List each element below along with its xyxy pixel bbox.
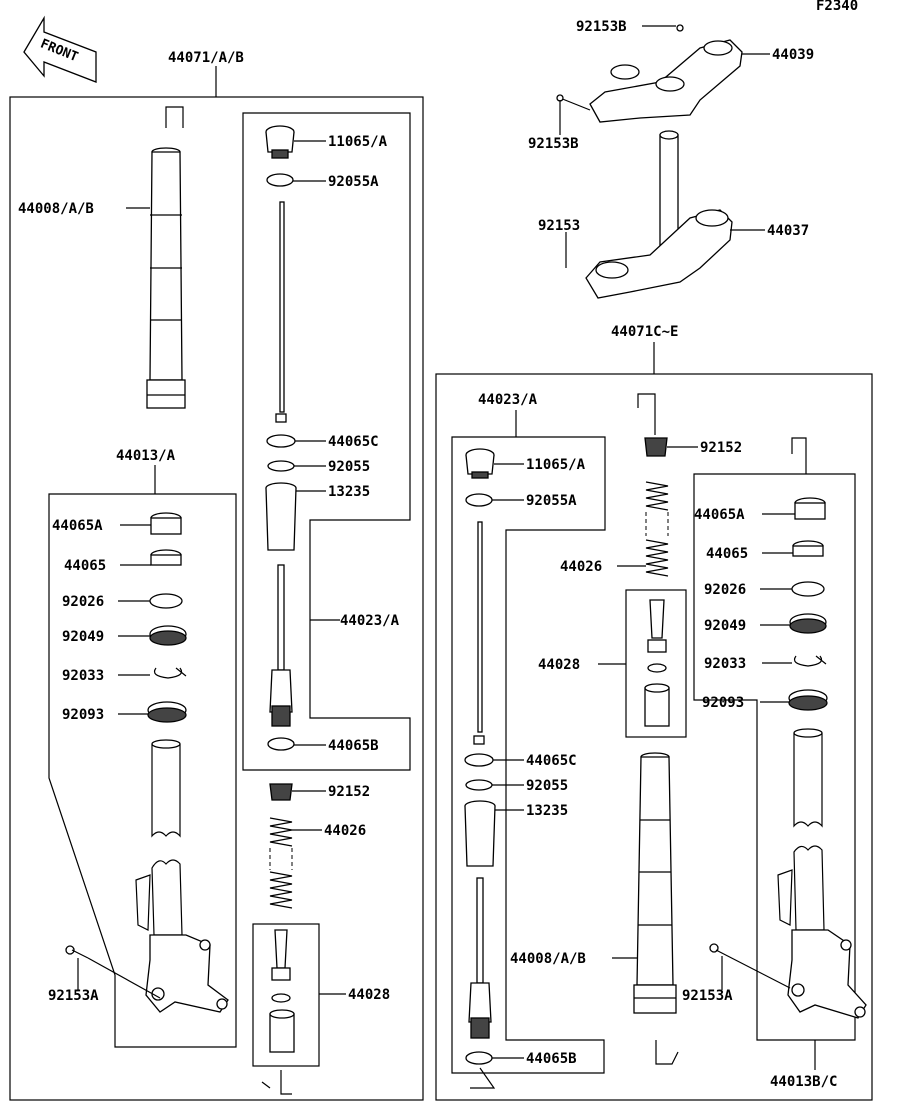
callout-92049-left: 92049 xyxy=(62,629,104,645)
callout-44039: 44039 xyxy=(772,47,814,63)
right-outer-group-label: 44071C~E xyxy=(611,324,678,340)
left-outer-group-label: 44071/A/B xyxy=(168,50,244,66)
left-cartridge-label: 44023/A xyxy=(340,613,400,629)
spacer-part-right xyxy=(464,800,496,867)
callout-92153A-left: 92153A xyxy=(48,988,99,1004)
spring-nut-part xyxy=(269,783,293,801)
callout-92152-right: 92152 xyxy=(700,440,742,456)
nut-part xyxy=(275,413,287,423)
callout-13235-right: 13235 xyxy=(526,803,568,819)
callout-44065-right: 44065 xyxy=(706,546,748,562)
callout-92153A-right: 92153A xyxy=(682,988,733,1004)
left-44028-box xyxy=(252,923,320,1067)
callout-92055-left: 92055 xyxy=(328,459,370,475)
front-arrow-icon: FRONT xyxy=(23,15,97,83)
damper-cylinder-part xyxy=(269,929,295,1053)
callout-44065B-left: 44065B xyxy=(328,738,379,754)
callout-11065-right: 11065/A xyxy=(526,457,586,473)
damper-rod-part-right xyxy=(477,521,483,733)
left-sub-group-label: 44013/A xyxy=(116,448,176,464)
callout-13235-left: 13235 xyxy=(328,484,370,500)
callout-44065A-left: 44065A xyxy=(52,518,103,534)
inner-tube-part-right xyxy=(777,728,867,1019)
axle-clamp-bolt-part xyxy=(65,945,161,999)
callout-44065C-right: 44065C xyxy=(526,753,577,769)
callout-92033-right: 92033 xyxy=(704,656,746,672)
callout-92152-left: 92152 xyxy=(328,784,370,800)
callout-44028-left: 44028 xyxy=(348,987,390,1003)
lower-triple-clamp-part xyxy=(585,130,733,299)
right-sub-group-label: 44013B/C xyxy=(770,1074,837,1090)
callout-92093-left: 92093 xyxy=(62,707,104,723)
callout-92153: 92153 xyxy=(538,218,580,234)
cap-bolt-part xyxy=(265,125,295,159)
callout-44008-left: 44008/A/B xyxy=(18,201,94,217)
callout-92026-left: 92026 xyxy=(62,594,104,610)
right-cartridge-label: 44023/A xyxy=(478,392,538,408)
fork-spring-part-right xyxy=(645,481,669,577)
callout-92049-right: 92049 xyxy=(704,618,746,634)
left-sub-box xyxy=(48,493,237,1048)
callout-44028-right: 44028 xyxy=(538,657,580,673)
callout-44065C-left: 44065C xyxy=(328,434,379,450)
right-cartridge-box xyxy=(451,436,606,1074)
callout-92055A-left: 92055A xyxy=(328,174,379,190)
piston-rod-part-right xyxy=(468,877,492,1039)
spacer-part xyxy=(265,482,297,551)
callout-44065B-right: 44065B xyxy=(526,1051,577,1067)
callout-44008-right: 44008/A/B xyxy=(510,951,586,967)
left-cartridge-box xyxy=(242,112,411,771)
piston-rod-part xyxy=(269,564,293,727)
cap-bolt-part-right xyxy=(465,448,495,479)
inner-tube-part xyxy=(135,739,229,1013)
callout-92033-left: 92033 xyxy=(62,668,104,684)
spring-nut-part-right xyxy=(644,437,668,457)
callout-11065-left: 11065/A xyxy=(328,134,388,150)
callout-44065-left: 44065 xyxy=(64,558,106,574)
callout-44026-right: 44026 xyxy=(560,559,602,575)
damper-cylinder-part-right xyxy=(644,599,670,727)
callout-92153B-top: 92153B xyxy=(576,19,627,35)
damper-rod-part xyxy=(279,201,285,413)
right-assembly-box xyxy=(435,373,873,1101)
clip-part xyxy=(153,667,187,679)
fork-spring-part xyxy=(269,817,293,909)
callout-92055-right: 92055 xyxy=(526,778,568,794)
right-sub-box xyxy=(693,473,856,1041)
callout-44037: 44037 xyxy=(767,223,809,239)
upper-triple-clamp-part xyxy=(589,24,743,123)
callout-44065A-right: 44065A xyxy=(694,507,745,523)
callout-92153B-side: 92153B xyxy=(528,136,579,152)
oring-part xyxy=(266,173,294,187)
callout-92026-right: 92026 xyxy=(704,582,746,598)
outer-fork-tube-part xyxy=(146,106,186,409)
callout-92093-right: 92093 xyxy=(702,695,744,711)
callout-92055A-right: 92055A xyxy=(526,493,577,509)
callout-44026-left: 44026 xyxy=(324,823,366,839)
figure-code: F2340 xyxy=(816,0,858,14)
outer-fork-tube-part-right xyxy=(633,752,677,1014)
